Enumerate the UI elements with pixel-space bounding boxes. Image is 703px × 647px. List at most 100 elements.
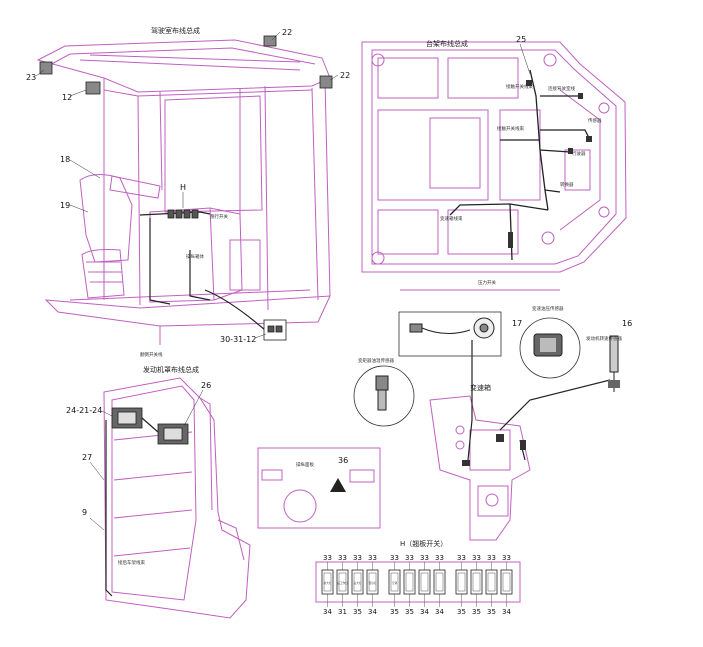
transmission-harness [467,340,611,461]
callout-16: 16 [622,319,632,328]
rocker-switch-label: 空调 [392,581,398,585]
warning-triangle-icon [330,478,346,492]
callout-18: 18 [60,155,70,164]
switch-bottom-callout: 34 [502,608,511,616]
rocker-switch-face [368,572,377,592]
temp-sensor-inset [353,365,415,427]
frame-label-e: 行驶器 [572,150,586,157]
rocker-switch-label: 后大灯 [354,581,362,585]
switch-top-callout: 33 [405,554,414,562]
hood-harness-label: 接后车架线束 [118,559,145,566]
switch-panel-title: H（翘板开关） [400,539,447,548]
rocker-switch-face [405,572,414,592]
callout-27: 27 [82,453,92,462]
rocker-switch [418,569,431,595]
rocker-switch [470,569,483,595]
switch-bottom-callout: 35 [487,608,496,616]
rocker-switch [500,569,513,595]
switch-top-callout: 33 [338,554,347,562]
switch-top-callout: 33 [502,554,511,562]
cab-title: 驾驶室布线总成 [151,26,200,35]
switch-bottom-callout: 34 [323,608,332,616]
bottom-switch-label: 翻倒开关线 [140,351,163,358]
control-box-label: 操纵箱体 [186,253,204,260]
rocker-switch-face [502,572,511,592]
dash-panel-title: 操纵面板 [296,461,314,468]
callout-25: 25 [516,35,526,44]
rocker-switch [485,569,498,595]
switch-bottom-callout: 34 [420,608,429,616]
rocker-switch [433,569,446,595]
rocker-switch-label: 后工作灯 [337,581,348,585]
sensor-17 [409,317,495,339]
callout-30-31-12: 30-31-12 [220,335,256,344]
switch-top-callout: 33 [368,554,377,562]
callout-9: 9 [82,508,87,517]
callout-36: 36 [338,456,348,465]
cab-connectors [39,35,333,341]
switch-bottom-callout: 35 [472,608,481,616]
switch-top-callout: 33 [353,554,362,562]
transmission-title: 变速箱 [470,383,491,392]
frame-label-d: 传感器 [588,117,602,124]
callout-25-leader [519,43,531,75]
rocker-switch-face [472,572,481,592]
switch-panel-frame [315,561,521,603]
frame-label-f: 转换器 [560,181,574,188]
rocker-switch [455,569,468,595]
hood-harness [105,417,159,597]
frame-label-g: 变速箱线束 [440,215,463,222]
speed-pressure-sensor-inset [519,317,581,379]
sensor-17-box [398,311,502,357]
frame-label-c: 接触开关线束 [497,125,524,132]
callout-23: 23 [26,73,36,82]
callout-22-top: 22 [282,28,292,37]
switch-bottom-callout: 31 [338,608,347,616]
rocker-switch [403,569,416,595]
callout-22-right: 22 [340,71,350,80]
frame-label-b: 连接驾驶室线 [548,85,575,92]
frame-title: 台架布线总成 [426,39,468,48]
callout-H: H [180,183,186,192]
temp-sensor-label: 变矩器油温传感器 [358,357,394,364]
sensor-16-label: 发动机转速传感器 [586,335,622,342]
rocker-switch-face [487,572,496,592]
switch-bottom-callout: 35 [390,608,399,616]
rocker-switch-face [323,572,332,592]
sensor-16 [608,335,620,392]
rocker-switch-face [420,572,429,592]
rocker-switch-face [457,572,466,592]
cab-assembly [36,39,331,345]
frame-label-a: 接触开关线束 [506,83,533,90]
callout-17: 17 [512,319,522,328]
switch-top-callout: 33 [487,554,496,562]
frame-label-h: 压力开关 [478,279,496,286]
switch-bottom-callout: 35 [457,608,466,616]
rocker-switch-face [353,572,362,592]
dash-panel [257,447,381,529]
switch-top-callout: 33 [390,554,399,562]
rocker-switch-face [390,572,399,592]
switch-bottom-callout: 34 [435,608,444,616]
switch-bottom-callout: 35 [405,608,414,616]
rocker-switch-panel: 前大灯 33 34 后工作灯 33 31 后大灯 33 35 警示灯 33 34 空调 33 35 33 35 3… [315,554,521,616]
rocker-switch-label: 前大灯 [324,581,332,585]
switch-top-callout: 33 [472,554,481,562]
speed-pressure-sensor-label: 变速油压传感器 [532,305,564,312]
callout-26: 26 [201,381,211,390]
switch-top-callout: 33 [420,554,429,562]
switch-top-callout: 33 [457,554,466,562]
hood-leaders [89,389,204,531]
callout-12: 12 [62,93,72,102]
cab-harness [139,211,266,331]
rocker-switch-label: 警示灯 [369,581,377,585]
transmission-assembly [429,395,531,541]
frame-assembly [361,41,627,291]
switch-bottom-callout: 35 [353,608,362,616]
hood-lamps [111,407,189,445]
tilt-switch-label: 翘行开关 [210,213,228,220]
switch-top-callout: 33 [323,554,332,562]
callout-24-21-24: 24-21-24 [66,406,102,415]
engine-hood-title: 发动机罩布线总成 [143,365,199,374]
